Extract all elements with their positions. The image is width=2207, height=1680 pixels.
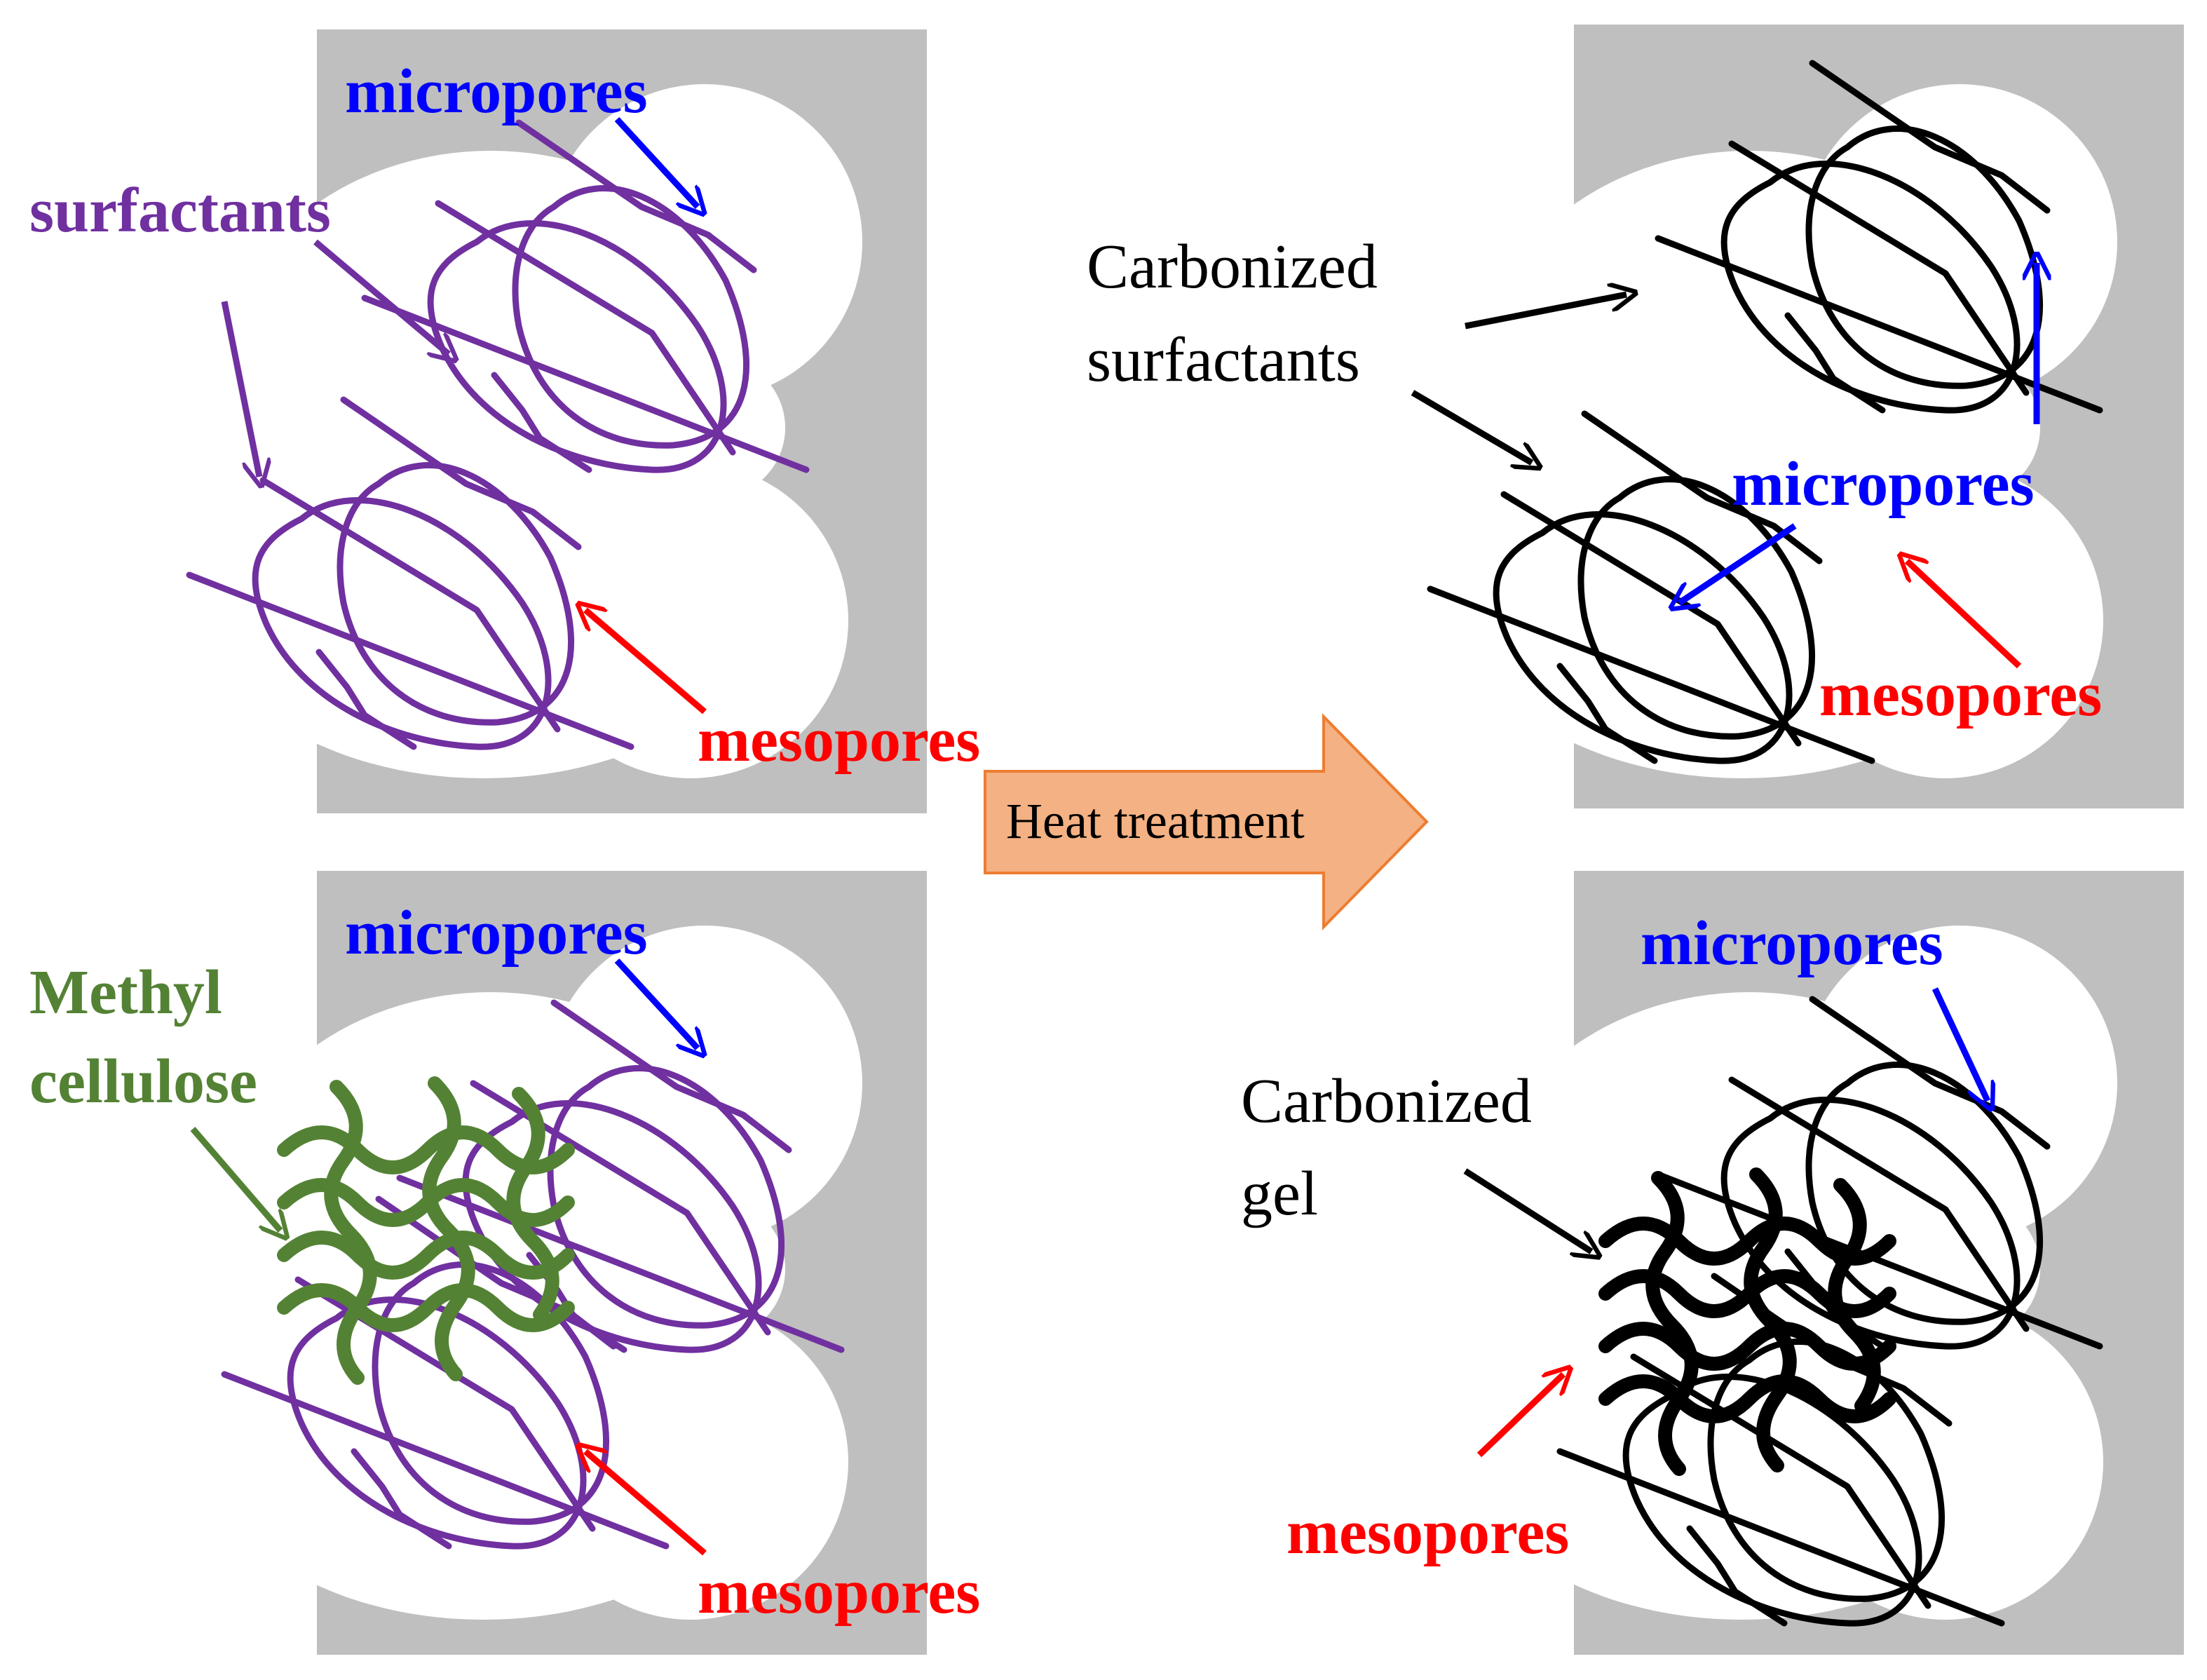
heat-treatment-label: Heat treatment <box>1006 793 1305 849</box>
micropores-arrow <box>1679 523 1797 603</box>
pore-cavities <box>1448 84 2117 778</box>
mesopores-label: mesopores <box>1819 660 2102 729</box>
surfactants-arrow <box>221 301 259 477</box>
methyl-cellulose-label-line1: Methyl <box>29 958 222 1027</box>
surfactants-label: surfactants <box>29 176 331 245</box>
carbonized-gel-arrow <box>1463 1168 1591 1252</box>
mesopores-arrow <box>585 610 707 714</box>
mesopores-label: mesopores <box>698 705 980 775</box>
micropores-arrow <box>1931 987 1988 1101</box>
micropores-label: micropores <box>345 898 648 968</box>
panel-bottom-left: micropores Methyl cellulose mesopores <box>29 871 980 1655</box>
mesopores-arrow <box>585 1451 707 1556</box>
micropores-label: micropores <box>1641 909 1943 978</box>
panel-top-left: micropores surfactants mesopores <box>29 29 980 813</box>
micropores-arrow <box>614 116 698 207</box>
micropores-label: micropores <box>345 57 648 126</box>
carbonized-surfactants-arrow <box>1465 294 1627 330</box>
carbonized-gel-label-line1: Carbonized <box>1241 1066 1532 1136</box>
carbonized-surfactants-arrow <box>1411 390 1532 463</box>
mesopores-label: mesopores <box>1286 1498 1569 1567</box>
carbonized-gel-label-line2: gel <box>1241 1159 1318 1228</box>
carbonized-surfactants-label-line1: Carbonized <box>1087 232 1378 302</box>
methyl-cellulose-label-line2: cellulose <box>29 1047 257 1116</box>
heat-treatment-arrow: Heat treatment <box>984 713 1429 930</box>
mesopores-arrow <box>1907 561 2022 669</box>
mesopores-label: mesopores <box>698 1557 980 1627</box>
surfactants-arrow <box>313 239 449 354</box>
pore-cavities <box>189 84 862 778</box>
micropores-arrow <box>614 958 698 1048</box>
micropores-label: micropores <box>1732 449 2035 519</box>
panel-bottom-right: micropores Carbonized gel mesopores <box>1241 871 2184 1655</box>
cellulose-arrow <box>190 1127 280 1231</box>
panel-top-right: Carbonized surfactants micropores mesopo… <box>1087 25 2184 808</box>
carbonized-surfactants-label-line2: surfactants <box>1087 325 1360 395</box>
mesopores-arrow <box>1476 1374 1563 1458</box>
